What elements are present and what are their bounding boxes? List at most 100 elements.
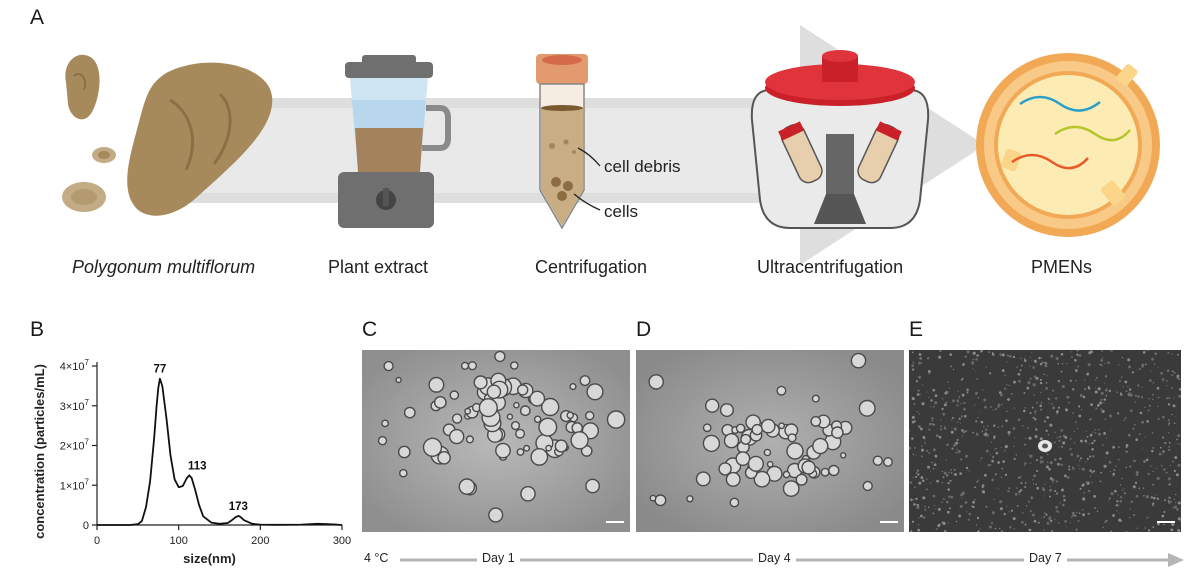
noise-speck <box>1169 464 1171 467</box>
noise-speck <box>1175 501 1177 503</box>
noise-speck <box>1078 512 1081 514</box>
noise-speck <box>1055 510 1059 513</box>
noise-speck <box>1091 442 1094 445</box>
noise-speck <box>911 364 915 367</box>
noise-speck <box>1044 361 1046 364</box>
noise-speck <box>944 530 947 532</box>
noise-speck <box>1028 528 1032 532</box>
noise-speck <box>1001 369 1005 373</box>
noise-speck <box>1169 397 1171 399</box>
noise-speck <box>1162 450 1165 453</box>
vesicle-particle <box>648 374 665 390</box>
noise-speck <box>1037 521 1040 524</box>
noise-speck <box>935 528 938 530</box>
noise-speck <box>1173 469 1176 473</box>
timeline-day1-label: Day 1 <box>477 551 520 565</box>
vesicle-particle <box>506 413 514 420</box>
noise-speck <box>1129 409 1133 413</box>
tube-label-cells: cells <box>604 202 639 221</box>
noise-speck <box>918 353 922 356</box>
noise-speck <box>1017 372 1021 376</box>
noise-speck <box>1100 398 1103 401</box>
x-tick-label: 200 <box>251 535 269 547</box>
vesicle-particle <box>519 405 531 417</box>
noise-speck <box>966 511 968 513</box>
panel-a-letter: A <box>30 6 45 29</box>
noise-speck <box>1039 456 1043 460</box>
noise-speck <box>1033 483 1035 485</box>
noise-speck <box>1139 367 1142 371</box>
step-label-pmens: PMENs <box>1031 257 1093 277</box>
noise-speck <box>915 475 918 478</box>
noise-speck <box>976 516 980 520</box>
tem-image-day1 <box>362 350 630 532</box>
noise-speck <box>931 417 934 420</box>
noise-speck <box>916 505 920 510</box>
noise-speck <box>1072 388 1075 391</box>
noise-speck <box>949 479 952 482</box>
noise-speck <box>1055 506 1058 509</box>
noise-speck <box>1136 527 1139 530</box>
noise-speck <box>1012 355 1016 359</box>
noise-speck <box>933 463 937 467</box>
noise-speck <box>1110 429 1112 431</box>
noise-speck <box>912 477 914 479</box>
noise-speck <box>1039 459 1042 462</box>
noise-speck <box>979 460 981 462</box>
panel-e-letter: E <box>909 318 924 341</box>
noise-speck <box>1055 410 1059 414</box>
noise-speck <box>1128 365 1131 369</box>
noise-speck <box>930 406 932 408</box>
noise-speck <box>1120 393 1123 396</box>
noise-speck <box>1013 437 1016 439</box>
noise-speck <box>958 395 961 398</box>
noise-speck <box>941 397 944 400</box>
noise-speck <box>1093 439 1096 442</box>
noise-speck <box>917 523 920 526</box>
noise-speck <box>942 476 945 478</box>
noise-speck <box>1056 437 1058 439</box>
noise-speck <box>917 389 920 392</box>
noise-speck <box>999 393 1003 397</box>
noise-speck <box>950 472 953 474</box>
noise-speck <box>1077 365 1079 368</box>
noise-speck <box>1013 528 1015 530</box>
noise-speck <box>1071 466 1074 468</box>
noise-speck <box>1012 427 1016 430</box>
noise-speck <box>946 443 949 447</box>
noise-speck <box>1156 497 1160 500</box>
noise-speck <box>1166 396 1169 400</box>
noise-speck <box>1064 435 1068 439</box>
vesicle-particle <box>449 390 460 400</box>
noise-speck <box>920 427 923 431</box>
vesicle-particle <box>719 403 734 418</box>
noise-speck <box>1096 510 1099 512</box>
noise-speck <box>1103 464 1107 468</box>
noise-speck <box>984 428 988 432</box>
noise-speck <box>1108 497 1111 500</box>
vesicle-particle <box>729 497 740 508</box>
noise-speck <box>1041 460 1045 463</box>
step-label-ultracentrifugation: Ultracentrifugation <box>757 257 904 277</box>
noise-speck <box>1093 495 1096 498</box>
noise-speck <box>1033 519 1037 523</box>
noise-speck <box>926 356 930 360</box>
vesicle-particle <box>810 416 822 427</box>
noise-speck <box>917 473 920 476</box>
noise-speck <box>1119 380 1122 383</box>
vesicle-particle <box>448 428 465 445</box>
noise-speck <box>1152 496 1156 500</box>
noise-speck <box>911 397 915 401</box>
vesicle-particle <box>702 434 721 453</box>
noise-speck <box>1133 459 1136 463</box>
vesicle-particle <box>570 431 589 450</box>
noise-speck <box>1018 490 1021 493</box>
noise-speck <box>1170 528 1174 532</box>
vesicle-particle <box>451 413 463 424</box>
noise-speck <box>1154 352 1157 355</box>
noise-speck <box>1167 403 1171 406</box>
noise-speck <box>1129 465 1132 468</box>
noise-speck <box>995 408 998 411</box>
vesicle-particle <box>766 460 774 468</box>
vesicle-particle <box>763 448 772 457</box>
